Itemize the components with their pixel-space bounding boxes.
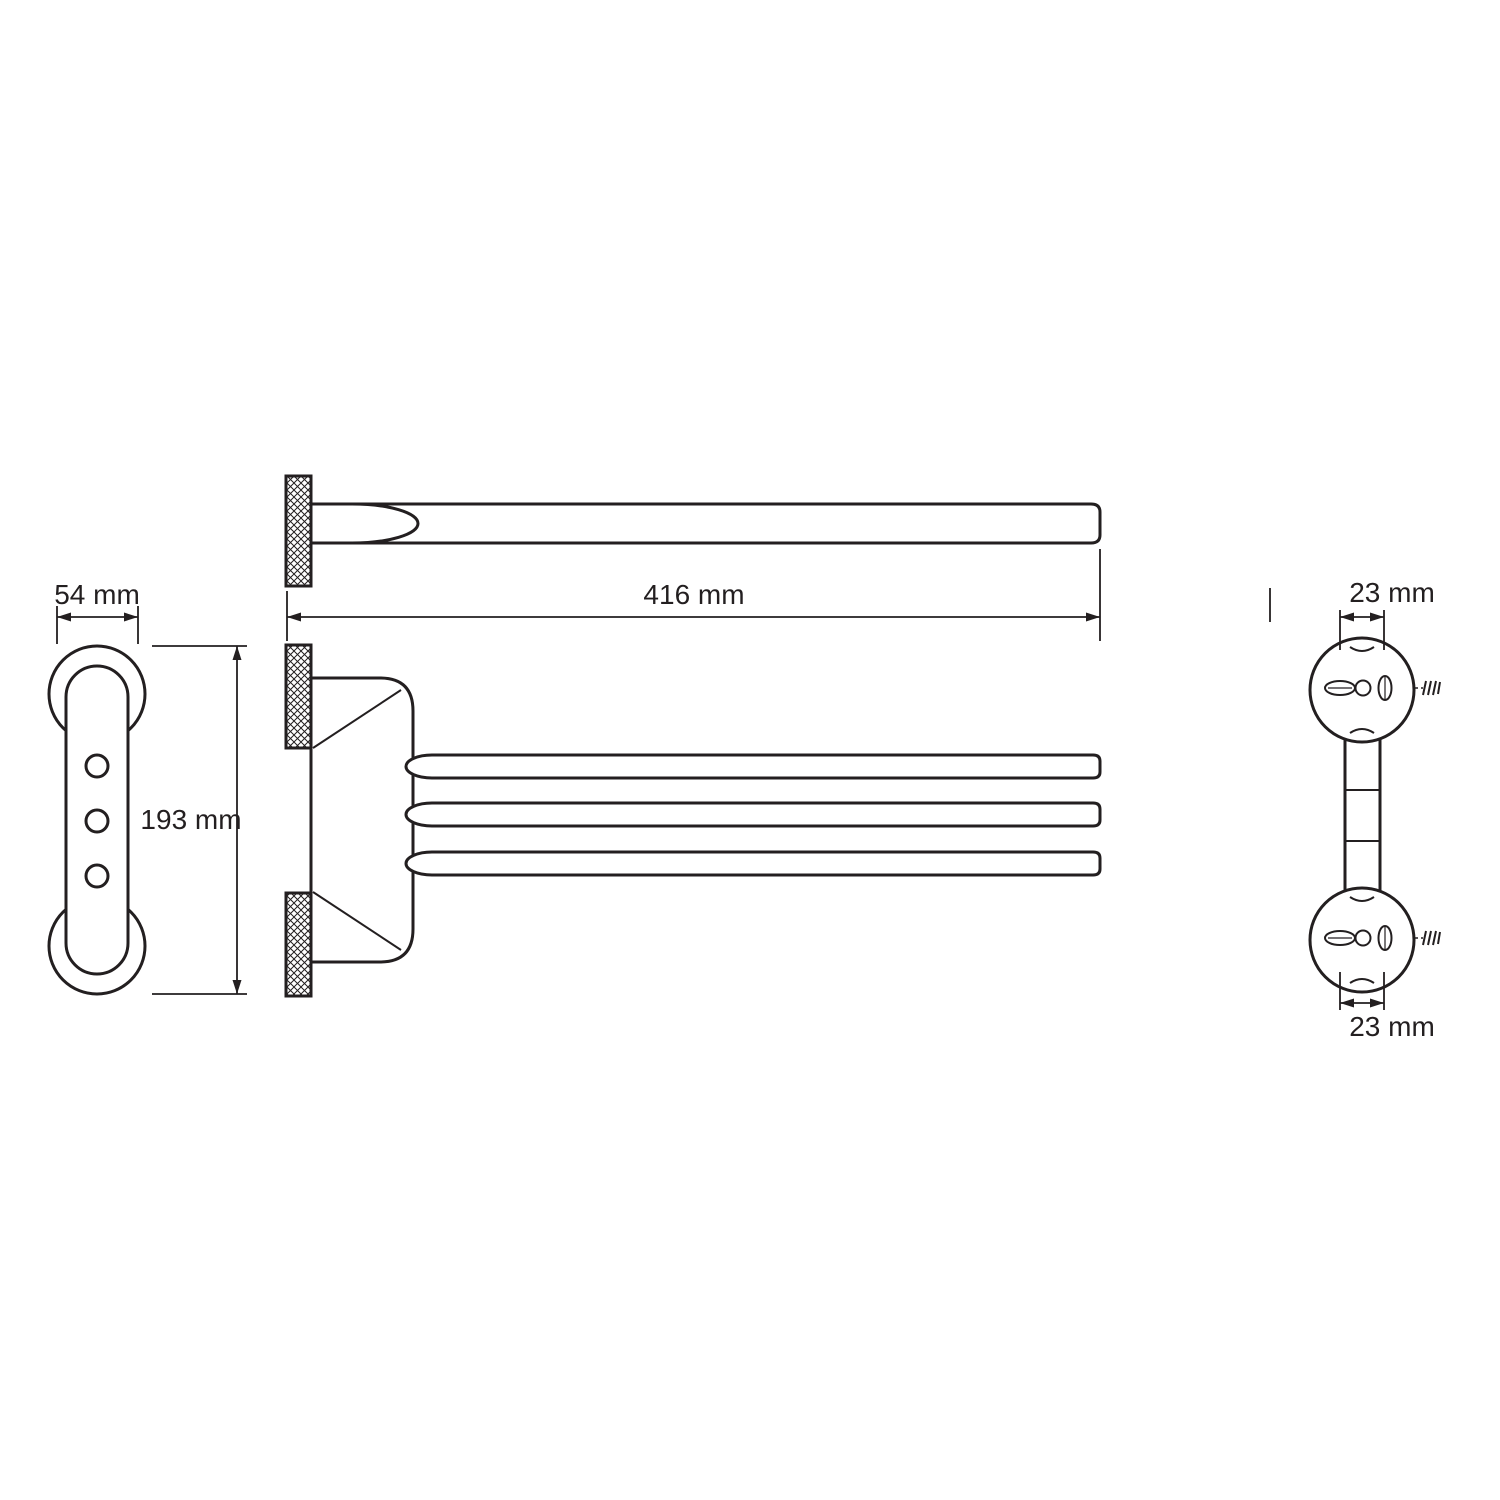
top-arm-view	[284, 474, 1102, 588]
wall-plate-hatched	[284, 474, 313, 588]
arrowhead-right	[1086, 612, 1100, 622]
mount-plate-bottom	[1308, 886, 1416, 994]
arrowhead-right	[1370, 612, 1384, 622]
side-view	[284, 643, 1102, 998]
arrowhead-down	[232, 980, 242, 994]
dim-label-hole-spacing-bottom: 23 mm	[1349, 1011, 1435, 1042]
center-hole	[1354, 929, 1372, 947]
dim-arm-length: 416 mm	[286, 549, 1101, 641]
towel-arm-3	[404, 850, 1102, 877]
arrowhead-left	[57, 612, 71, 622]
dim-label-arm-length: 416 mm	[643, 579, 744, 610]
dim-label-mount-height: 193 mm	[140, 804, 241, 835]
pivot-housing-curve	[350, 502, 420, 545]
swivel-arm-bar	[309, 502, 1102, 545]
vertical-slot	[1377, 675, 1393, 701]
center-hole	[1354, 679, 1372, 697]
mount-plate-top	[1308, 636, 1416, 744]
connector-neck	[1343, 718, 1382, 912]
clip-tab-bottom	[1349, 728, 1375, 734]
dim-hole-spacing-bottom: 23 mm	[1339, 972, 1435, 1042]
arrowhead-left	[1340, 998, 1354, 1008]
dim-mount-width: 54 mm	[54, 579, 140, 644]
dim-label-hole-spacing-top: 23 mm	[1349, 577, 1435, 608]
arrowhead-left	[287, 612, 301, 622]
arrowhead-right	[124, 612, 138, 622]
clip-tab-top	[1349, 896, 1375, 902]
screw-hole	[84, 808, 110, 834]
swivel-post	[309, 676, 415, 964]
towel-arm-1	[404, 753, 1102, 780]
vertical-slot	[1377, 925, 1393, 951]
screw-hole	[84, 753, 110, 779]
clip-tab-bottom	[1349, 978, 1375, 984]
towel-arm-2	[404, 801, 1102, 828]
wall-plate-hatched-top	[284, 643, 313, 750]
dim-label-mount-width: 54 mm	[54, 579, 140, 610]
rear-view	[1308, 636, 1441, 994]
wall-plate-hatched-bottom	[284, 891, 313, 998]
chamfer-line-bottom	[312, 891, 402, 951]
clip-tab-top	[1349, 646, 1375, 652]
front-view	[47, 644, 147, 996]
arrowhead-up	[232, 646, 242, 660]
arrowhead-left	[1340, 612, 1354, 622]
dim-hole-spacing-top: 23 mm	[1339, 577, 1435, 650]
screw-icon	[1422, 930, 1441, 946]
screw-icon	[1422, 680, 1441, 696]
screw-hole	[84, 863, 110, 889]
chamfer-line-top	[312, 689, 402, 749]
arrowhead-right	[1370, 998, 1384, 1008]
dim-mount-height: 193 mm	[140, 645, 247, 995]
